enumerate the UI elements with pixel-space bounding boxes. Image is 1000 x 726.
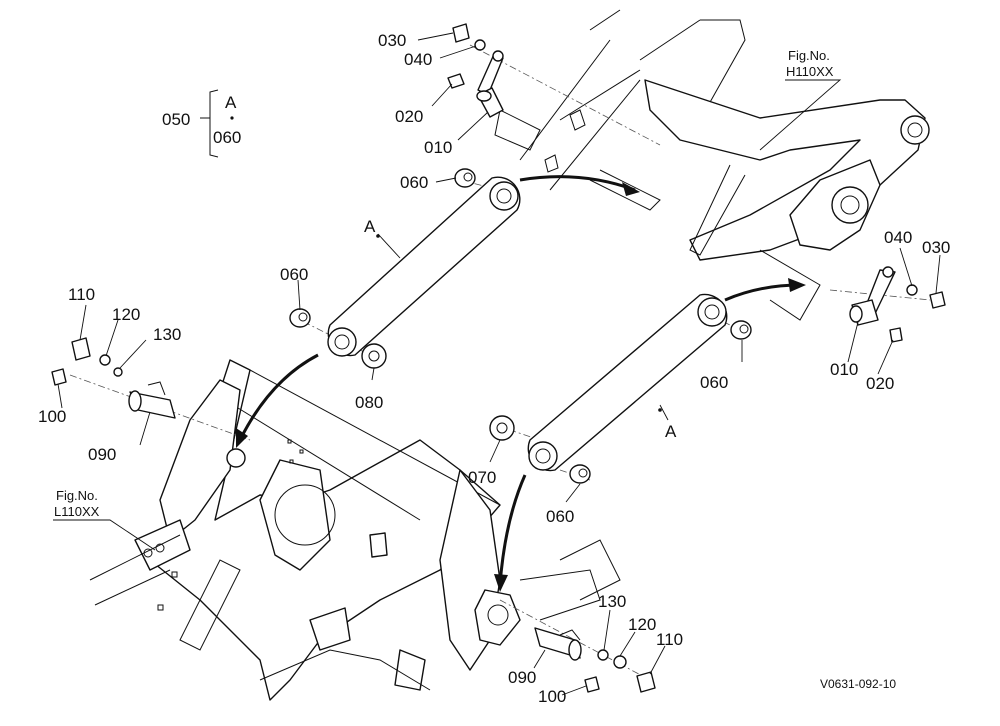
callout-label: 040 bbox=[884, 228, 912, 247]
callout-label: 070 bbox=[468, 468, 496, 487]
callout-label: 120 bbox=[628, 615, 656, 634]
pin-assembly-right bbox=[849, 266, 946, 343]
callout-label: 090 bbox=[88, 445, 116, 464]
callout-label: 040 bbox=[404, 50, 432, 69]
callout-label: 060 bbox=[546, 507, 574, 526]
fig-ref-upper-code: H110XX bbox=[786, 64, 834, 79]
link-bar-lower bbox=[527, 293, 728, 472]
callout-label: 030 bbox=[378, 31, 406, 50]
fig-ref-upper-prefix: Fig.No. bbox=[788, 48, 830, 63]
callout-labels: 030 040 020 010 060 060 080 110 120 130 … bbox=[38, 31, 950, 706]
callout-label: 090 bbox=[508, 668, 536, 687]
assembly-arrows bbox=[236, 175, 806, 592]
legend-item-a: A bbox=[225, 93, 237, 112]
callout-label: 020 bbox=[866, 374, 894, 393]
legend-item-b: 060 bbox=[213, 128, 241, 147]
fig-ref-lower-prefix: Fig.No. bbox=[56, 488, 98, 503]
assembly-tag: A bbox=[364, 217, 376, 236]
callout-label: 110 bbox=[656, 630, 683, 649]
callout-label: 130 bbox=[153, 325, 181, 344]
callout-label: 010 bbox=[424, 138, 452, 157]
callout-label: 120 bbox=[112, 305, 140, 324]
leader-lines bbox=[53, 32, 941, 696]
assembly-tags: A A bbox=[364, 217, 677, 441]
callout-label: 100 bbox=[538, 687, 566, 706]
callout-label: 060 bbox=[400, 173, 428, 192]
legend: 050 A 060 bbox=[162, 93, 241, 147]
assembly-tag: A bbox=[665, 422, 677, 441]
fig-reference-lower: Fig.No. L110XX bbox=[54, 488, 100, 519]
callout-label: 030 bbox=[922, 238, 950, 257]
fig-ref-lower-code: L110XX bbox=[54, 504, 100, 519]
callout-label: 060 bbox=[280, 265, 308, 284]
pin-assembly-left bbox=[51, 337, 176, 419]
callout-label: 060 bbox=[700, 373, 728, 392]
legend-assembly-number: 050 bbox=[162, 110, 190, 129]
callout-label: 010 bbox=[830, 360, 858, 379]
pin-assembly-bottom bbox=[534, 627, 656, 693]
callout-label: 110 bbox=[68, 285, 95, 304]
callout-label: 130 bbox=[598, 592, 626, 611]
fig-reference-upper: Fig.No. H110XX bbox=[786, 48, 834, 79]
link-bar-upper bbox=[327, 176, 521, 357]
drawing-id: V0631-092-10 bbox=[820, 677, 896, 691]
bushings bbox=[289, 168, 752, 484]
pin-assembly-top bbox=[447, 23, 504, 118]
loader-frame bbox=[89, 9, 930, 701]
callout-label: 080 bbox=[355, 393, 383, 412]
callout-label: 100 bbox=[38, 407, 66, 426]
callout-label: 020 bbox=[395, 107, 423, 126]
washers bbox=[361, 343, 515, 441]
legend-bracket bbox=[200, 89, 234, 158]
